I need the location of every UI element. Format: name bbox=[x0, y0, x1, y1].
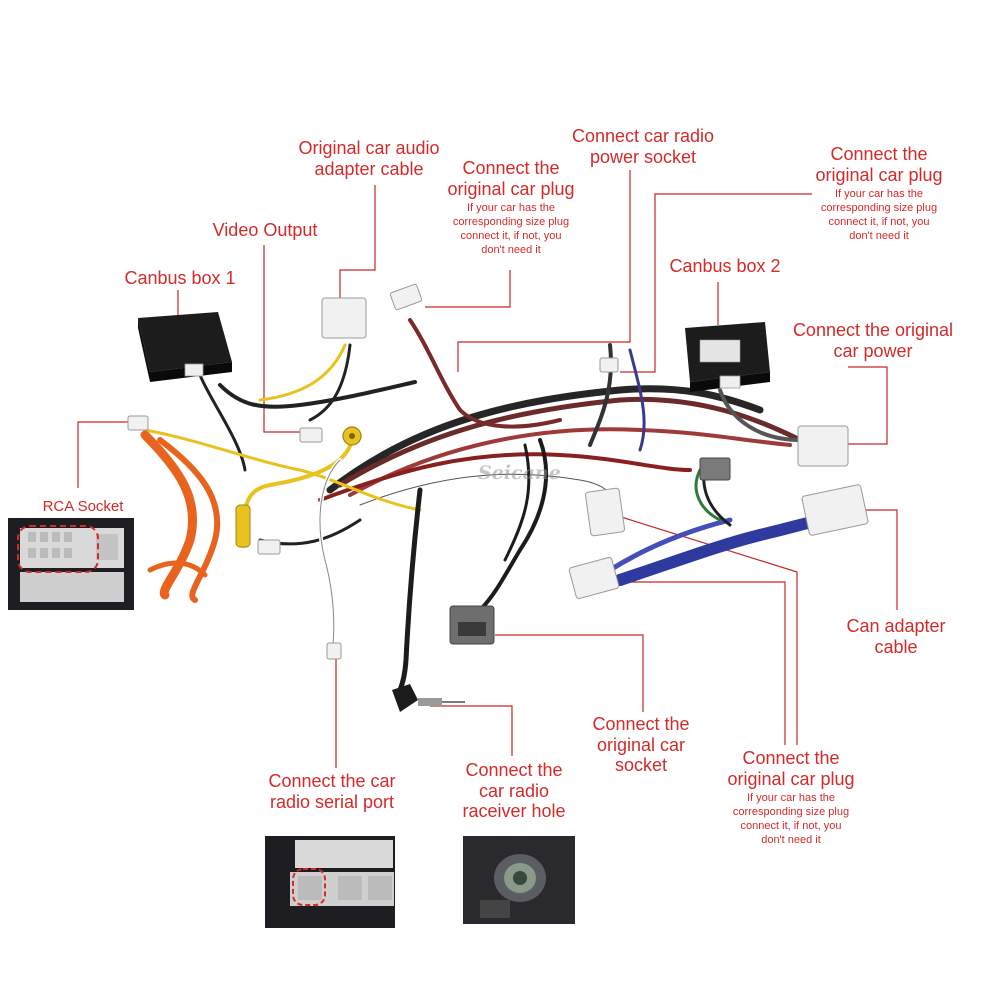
serial-port-connector bbox=[326, 642, 342, 660]
receiver-hole-photo bbox=[463, 836, 575, 924]
label-note: If your car has the corresponding size p… bbox=[452, 202, 570, 256]
canbus-box-2 bbox=[685, 322, 770, 392]
plug-top-connector bbox=[389, 283, 423, 311]
label-canbus-box-1: Canbus box 1 bbox=[115, 268, 245, 289]
label-text: Connect the car radio raceiver hole bbox=[462, 760, 566, 822]
label-text: Connect the original car power bbox=[792, 320, 954, 361]
label-radio-power-socket: Connect car radio power socket bbox=[560, 126, 726, 167]
plug-mid-connector bbox=[584, 487, 626, 537]
label-text: Canbus box 2 bbox=[669, 256, 781, 276]
label-text: Connect the original car plug bbox=[727, 748, 855, 789]
label-video-output: Video Output bbox=[200, 220, 330, 241]
grey-right-connector bbox=[699, 457, 731, 481]
leader-receiver-hole bbox=[430, 705, 513, 756]
label-text: Connect the original car socket bbox=[592, 714, 690, 776]
label-connect-plug-top: Connect the original car plug If your ca… bbox=[432, 158, 590, 257]
label-note: If your car has the corresponding size p… bbox=[820, 188, 938, 242]
mid-small-connector bbox=[299, 427, 323, 443]
label-text: Connect car radio power socket bbox=[571, 126, 715, 167]
label-text: Can adapter cable bbox=[846, 616, 946, 657]
leader-plug-top bbox=[425, 270, 511, 308]
bottom-small-connector bbox=[257, 539, 281, 555]
label-text: Connect the original car plug bbox=[447, 158, 575, 199]
leader-plug-right bbox=[620, 193, 812, 373]
label-radio-serial-port: Connect the car radio serial port bbox=[268, 771, 396, 812]
leader-plug-bottom-2 bbox=[610, 581, 786, 745]
label-text: RCA Socket bbox=[42, 498, 124, 515]
rca-plugs bbox=[235, 426, 362, 548]
rca-socket-photo bbox=[8, 518, 134, 610]
label-original-car-socket: Connect the original car socket bbox=[583, 714, 699, 776]
leader-rca-socket bbox=[77, 421, 138, 488]
car-socket-connector bbox=[449, 605, 495, 645]
serial-port-photo bbox=[265, 836, 395, 928]
leader-lines bbox=[77, 170, 898, 768]
leader-car-power bbox=[818, 366, 888, 445]
leader-video-output bbox=[263, 245, 310, 433]
rca-side-connector bbox=[127, 415, 149, 431]
white-connectors bbox=[127, 283, 869, 660]
label-canbus-box-2: Canbus box 2 bbox=[660, 256, 790, 277]
car-power-connector bbox=[797, 425, 849, 467]
audio-adapter-connector bbox=[321, 297, 367, 339]
leader-audio-adapter bbox=[339, 185, 376, 305]
antenna-plug bbox=[392, 684, 465, 712]
label-radio-receiver-hole: Connect the car radio raceiver hole bbox=[452, 760, 576, 822]
label-connect-plug-bottom: Connect the original car plug If your ca… bbox=[712, 748, 870, 847]
label-original-audio-adapter: Original car audio adapter cable bbox=[290, 138, 448, 179]
plug-bottom-connector bbox=[568, 557, 620, 599]
leader-car-socket bbox=[495, 634, 644, 712]
label-rca-socket: RCA Socket bbox=[28, 498, 138, 515]
label-can-adapter-cable: Can adapter cable bbox=[836, 616, 956, 657]
label-text: Video Output bbox=[212, 220, 318, 240]
label-text: Connect the original car plug bbox=[815, 144, 943, 185]
label-text: Connect the car radio serial port bbox=[268, 771, 396, 812]
watermark: Seicane bbox=[478, 462, 561, 484]
label-note: If your car has the corresponding size p… bbox=[732, 792, 850, 846]
canbus-box-1 bbox=[138, 312, 232, 382]
label-connect-plug-right: Connect the original car plug If your ca… bbox=[800, 144, 958, 243]
leader-radio-power bbox=[457, 170, 631, 372]
can-adapter-connector bbox=[801, 484, 869, 536]
label-text: Canbus box 1 bbox=[124, 268, 236, 288]
small-top-connector bbox=[599, 357, 619, 373]
label-text: Original car audio adapter cable bbox=[298, 138, 440, 179]
label-original-car-power: Connect the original car power bbox=[784, 320, 962, 361]
